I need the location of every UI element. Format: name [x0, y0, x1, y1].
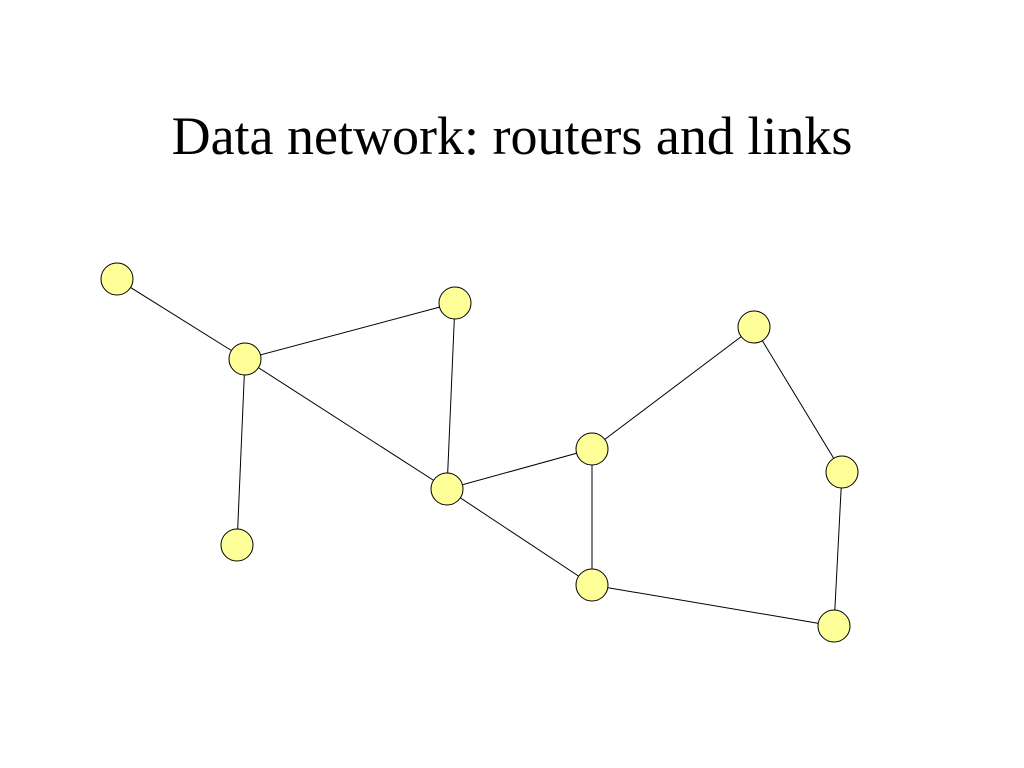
links-layer: [116, 278, 843, 627]
link-r6-r8: [591, 326, 755, 450]
router-node-r2: [228, 342, 262, 376]
link-r8-r9: [753, 326, 843, 473]
link-r1-r2: [116, 278, 246, 360]
router-node-r7: [575, 568, 609, 602]
slide-title: Data network: routers and links: [171, 106, 853, 166]
link-r5-r6: [446, 448, 593, 490]
router-node-r9: [825, 455, 859, 489]
routers-layer: [100, 262, 859, 643]
router-node-r5: [430, 472, 464, 506]
link-r3-r5: [446, 302, 456, 490]
link-r2-r3: [244, 302, 456, 360]
link-r2-r4: [236, 358, 246, 546]
link-r2-r5: [244, 358, 448, 490]
router-node-r6: [575, 432, 609, 466]
link-r7-r10: [591, 584, 835, 627]
link-r9-r10: [833, 471, 843, 627]
router-node-r8: [737, 310, 771, 344]
router-node-r1: [100, 262, 134, 296]
router-node-r4: [220, 528, 254, 562]
link-r5-r7: [446, 488, 593, 586]
router-node-r10: [817, 609, 851, 643]
router-node-r3: [438, 286, 472, 320]
